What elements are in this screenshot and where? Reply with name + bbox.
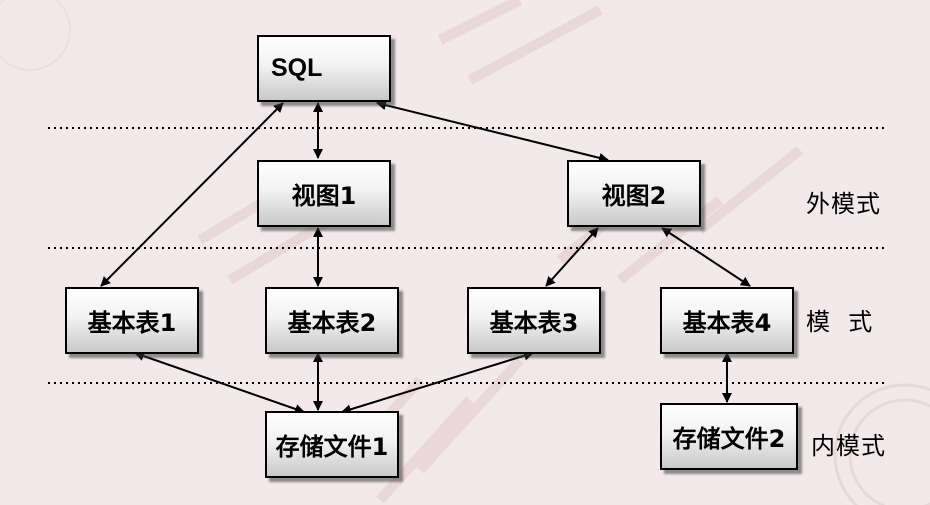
sql-node: SQL [257, 35, 391, 102]
table1-node: 基本表1 [65, 287, 199, 354]
internal-schema-label: 内模式 [811, 432, 886, 460]
table4-node: 基本表4 [660, 287, 794, 354]
file2-node: 存储文件2 [660, 403, 798, 470]
file1-node: 存储文件1 [265, 411, 399, 478]
view1-node: 视图1 [257, 160, 391, 227]
table2-node: 基本表2 [265, 287, 399, 354]
external-schema-label: 外模式 [806, 190, 881, 218]
view2-node: 视图2 [567, 160, 701, 227]
table3-node: 基本表3 [467, 287, 601, 354]
conceptual-schema-label: 模 式 [806, 308, 874, 336]
